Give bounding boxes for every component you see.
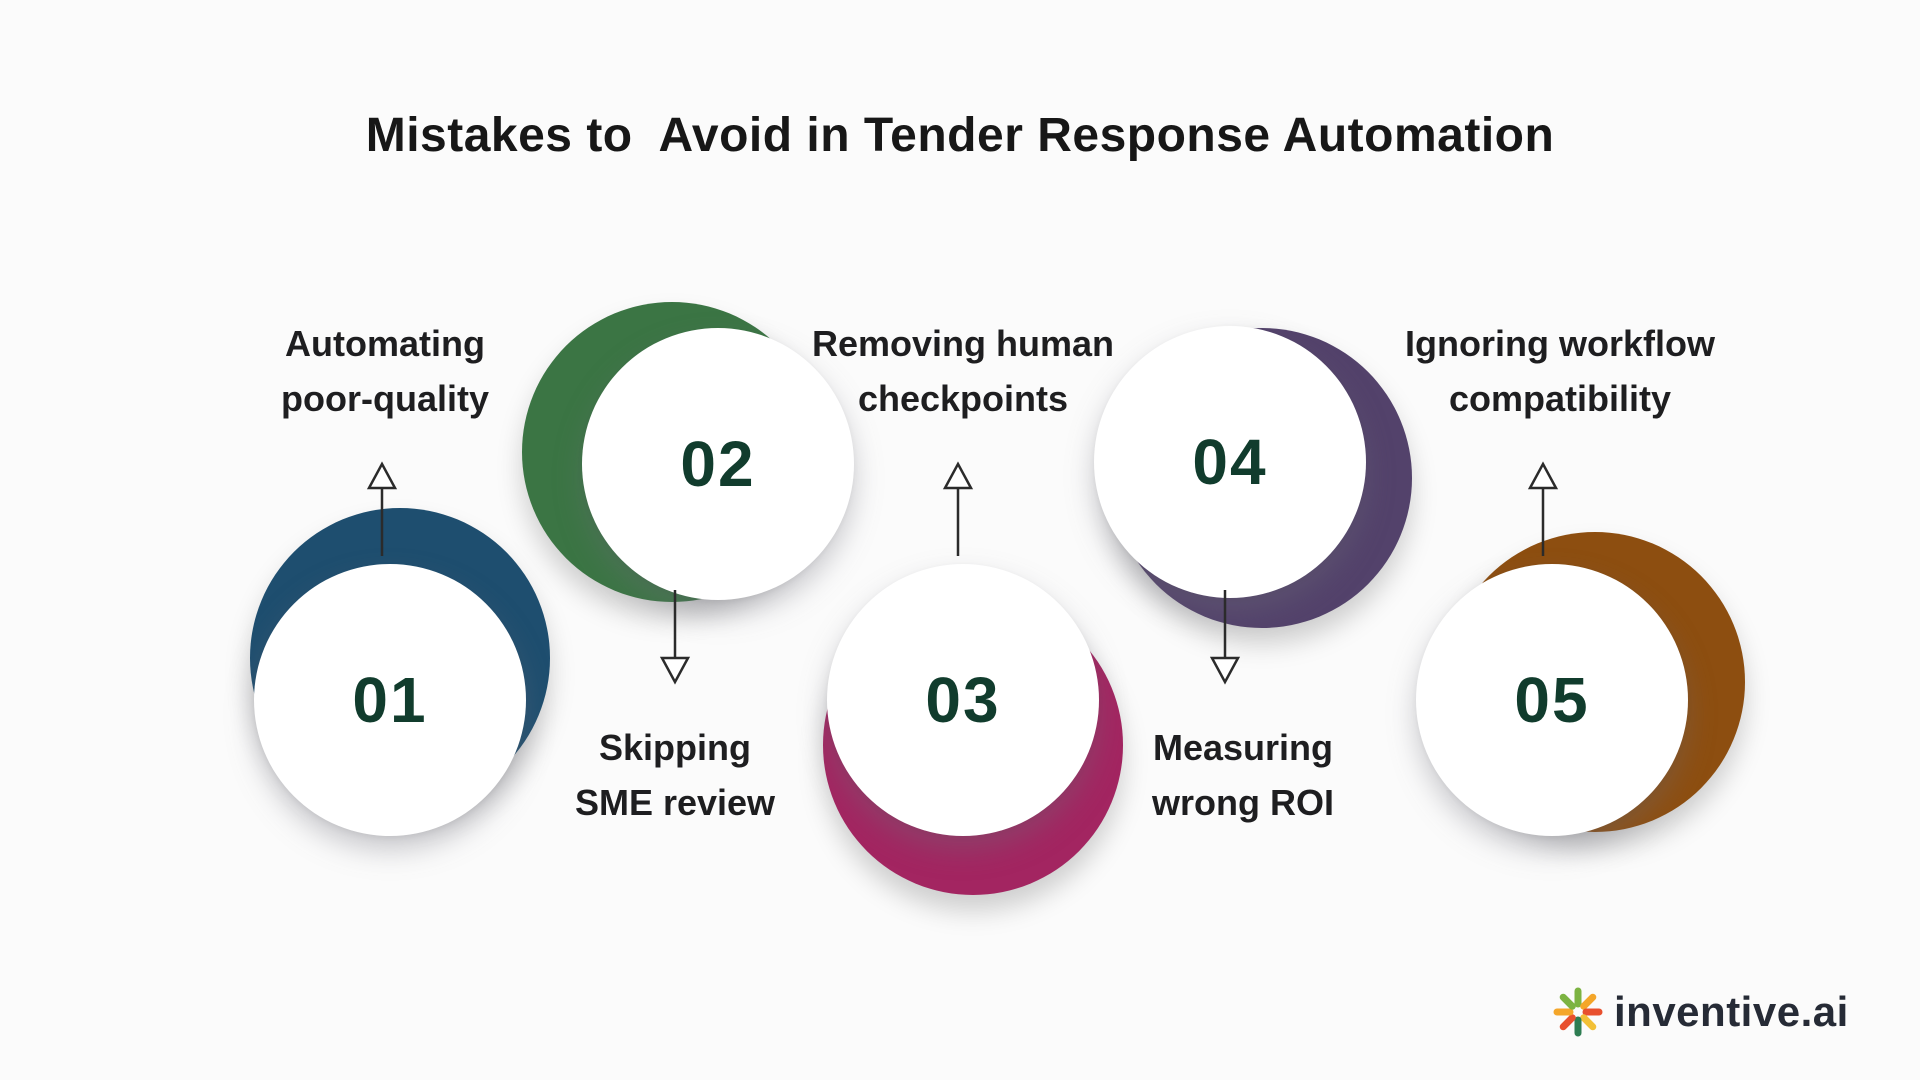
arrow-up-icon bbox=[942, 461, 974, 556]
step-01-label: Automating poor-quality bbox=[281, 323, 489, 419]
step-02-circle: 02 bbox=[582, 328, 854, 600]
step-04-number: 04 bbox=[1192, 426, 1268, 498]
step-04-circle: 04 bbox=[1094, 326, 1366, 598]
step-05-circle: 05 bbox=[1416, 564, 1688, 836]
step-05-label: Ignoring workflow compatibility bbox=[1405, 323, 1715, 419]
inventive-logo-icon bbox=[1553, 987, 1603, 1037]
step-02-number: 02 bbox=[680, 428, 756, 500]
step-03-label: Removing human checkpoints bbox=[811, 323, 1115, 419]
arrow-up-icon bbox=[366, 461, 398, 556]
step-01-number: 01 bbox=[352, 664, 428, 736]
step-01-circle: 01 bbox=[254, 564, 526, 836]
step-03-number: 03 bbox=[925, 664, 1001, 736]
inventive-logo: inventive.ai bbox=[1552, 986, 1849, 1038]
page-title: Mistakes to Avoid in Tender Response Aut… bbox=[365, 109, 1555, 162]
arrow-up-icon bbox=[1527, 461, 1559, 556]
step-03-circle: 03 bbox=[827, 564, 1099, 836]
step-05-number: 05 bbox=[1514, 664, 1590, 736]
arrow-down-icon bbox=[1209, 590, 1241, 685]
step-04-label: Measuring wrong ROI bbox=[1152, 727, 1334, 823]
arrow-down-icon bbox=[659, 590, 691, 685]
step-02-label: Skipping SME review bbox=[574, 727, 776, 823]
inventive-logo-text: inventive.ai bbox=[1614, 988, 1849, 1035]
